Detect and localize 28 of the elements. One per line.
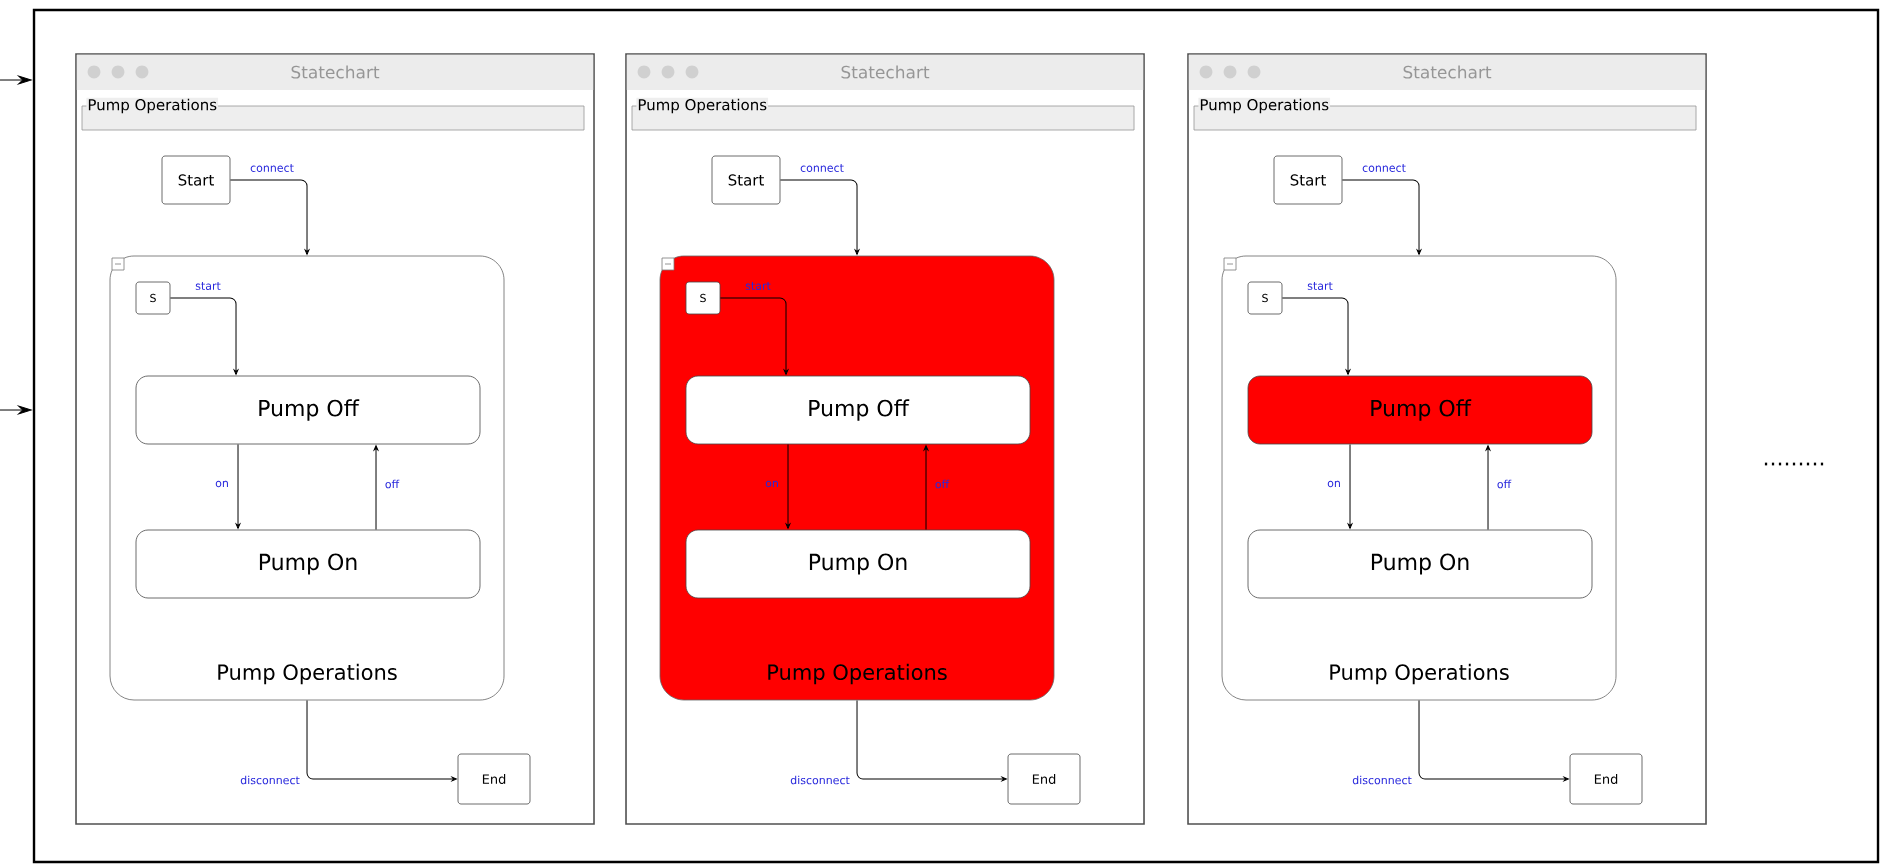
title-bar: Statechart [76,54,594,90]
arrow [779,179,860,255]
title-bar: Statechart [626,54,1144,90]
state-box: Pump Off [685,375,1031,445]
arrow [1485,445,1491,531]
arrow [923,445,929,531]
arrow [229,179,310,255]
state-box: Pump Off [135,375,481,445]
frame [32,8,1880,864]
state-box: Pump On [135,529,481,599]
arrow [0,405,32,415]
arrow [306,699,457,782]
arrow [1347,443,1353,529]
state-box: Pump On [1247,529,1593,599]
arrow [0,75,32,85]
state-box: Pump Off [1247,375,1593,445]
arrow [235,443,241,529]
arrow [719,297,789,375]
state-box: Pump On [685,529,1031,599]
arrow [373,445,379,531]
arrow [856,699,1007,782]
arrow [785,443,791,529]
title-bar: Statechart [1188,54,1706,90]
arrow [1418,699,1569,782]
arrow [1341,179,1422,255]
arrow [169,297,239,375]
ellipsis-text: ......... [1764,462,1824,466]
arrow [1281,297,1351,375]
